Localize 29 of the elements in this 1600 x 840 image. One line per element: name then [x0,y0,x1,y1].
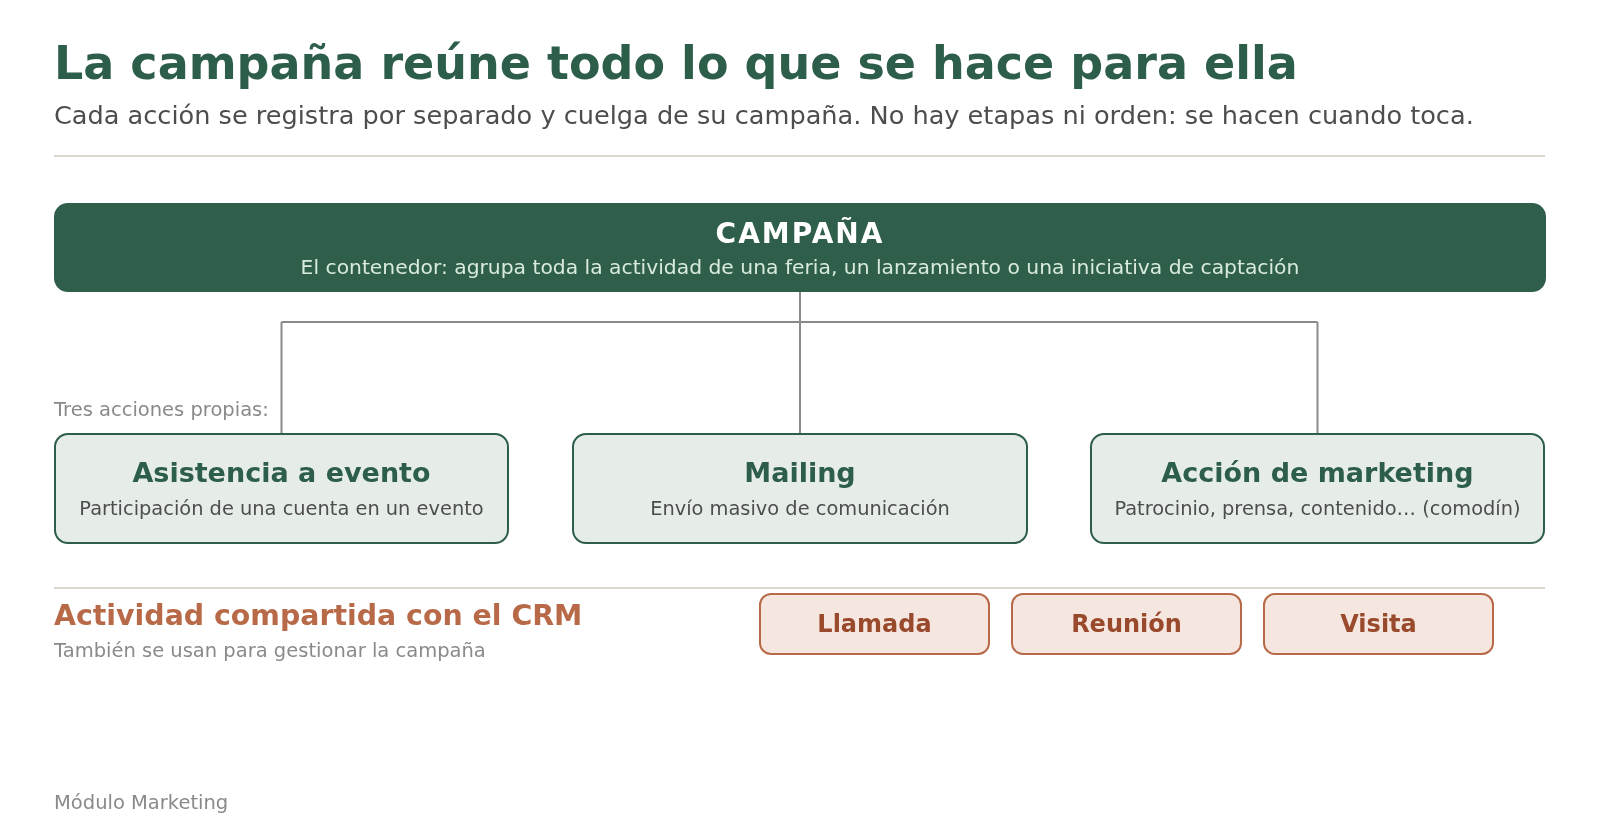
section-note: Tres acciones propias: [54,398,269,422]
tag-label: Reunión [1071,610,1182,638]
connector-line [1316,321,1319,434]
tag-label: Llamada [817,610,932,638]
activity-tag [759,593,990,655]
tag-label: Visita [1340,610,1417,638]
action-card [572,433,1028,544]
container-box [54,203,1546,292]
connector-line [280,321,283,434]
box-title: CAMPAÑA [715,216,885,251]
card-title: Asistencia a evento [132,456,431,489]
section-note: También se usan para gestionar la campaña [54,639,486,663]
connector-line [280,321,1319,323]
card-title: Acción de marketing [1161,456,1474,489]
connector-line [799,291,801,323]
box-description: El contenedor: agrupa toda la actividad de una feria, un lanzamiento o una iniciativa de captación [300,254,1300,279]
action-card [54,433,509,544]
activity-tag [1011,593,1242,655]
card-description: Participación de una cuenta en un evento [79,496,484,521]
connector-line [799,321,801,434]
activity-tag [1263,593,1494,655]
section-heading: Actividad compartida con el CRM [54,599,583,633]
footer-text: Módulo Marketing [54,791,229,815]
action-card [1090,433,1545,544]
subtitle-text: Cada acción se registra por separado y cuelga de su campaña. No hay etapas ni orden: se hacen cuando toca. [54,100,1474,130]
card-title: Mailing [744,456,856,489]
card-description: Envío masivo de comunicación [650,496,950,521]
card-description: Patrocinio, prensa, contenido… (comodín) [1114,496,1521,521]
page-title: La campaña reúne todo lo que se hace para ella [54,35,1298,92]
